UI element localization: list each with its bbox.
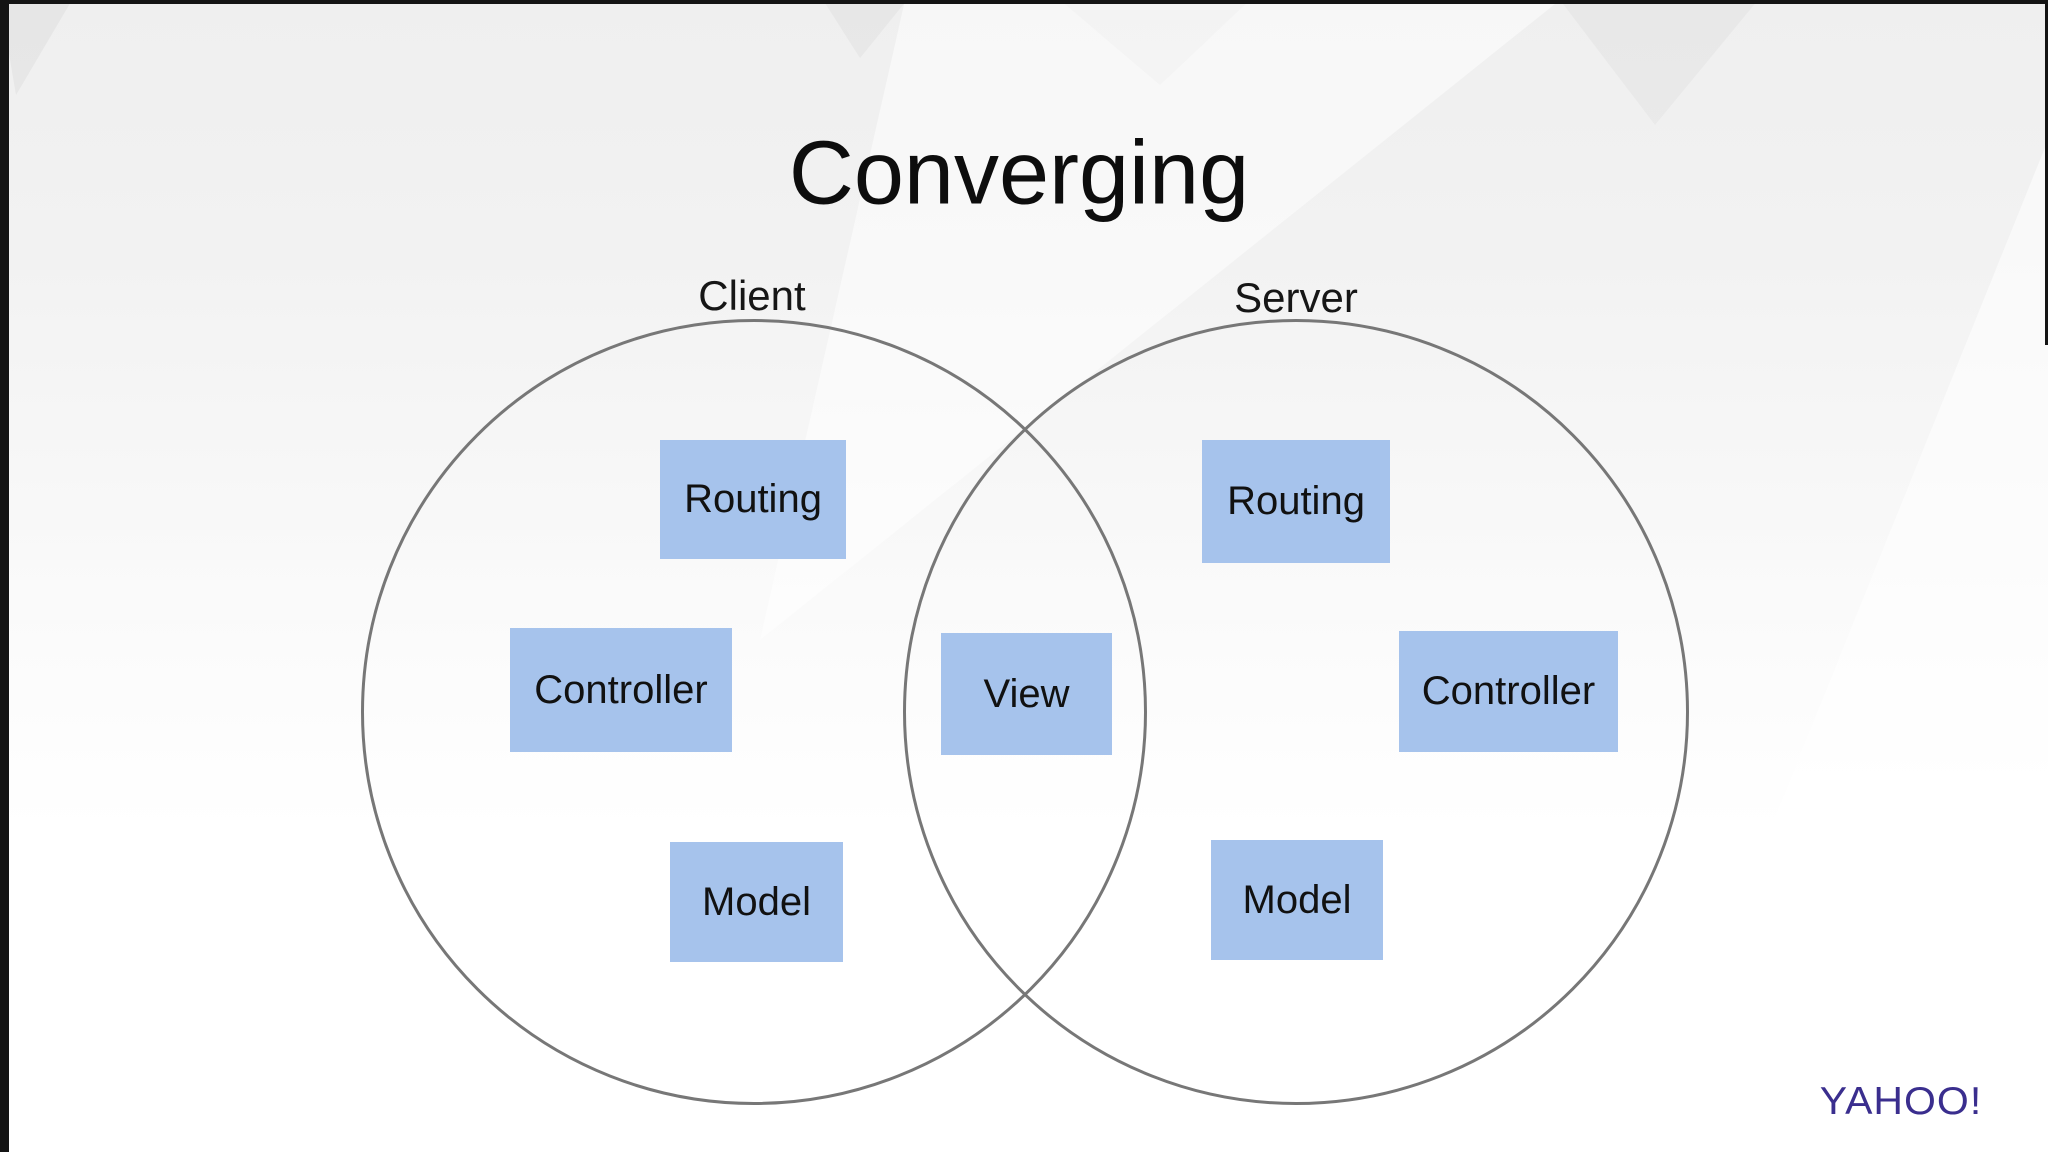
server-circle <box>903 319 1689 1105</box>
slide-title: Converging <box>788 123 1250 224</box>
server-set-label: Server <box>1234 274 1358 321</box>
top-edge-bar <box>0 0 2048 4</box>
right-edge-bar <box>2045 0 2048 345</box>
client-routing-box: Routing <box>660 440 846 559</box>
client-model-box: Model <box>670 842 843 962</box>
server-controller-box: Controller <box>1399 631 1618 752</box>
shared-view-box: View <box>941 633 1112 755</box>
yahoo-logo: YAHOO! <box>1819 1078 1983 1123</box>
server-model-box: Model <box>1211 840 1383 960</box>
server-routing-box: Routing <box>1202 440 1390 563</box>
left-edge-bar <box>0 0 9 1152</box>
client-set-label: Client <box>698 272 806 319</box>
client-controller-box: Controller <box>510 628 732 752</box>
